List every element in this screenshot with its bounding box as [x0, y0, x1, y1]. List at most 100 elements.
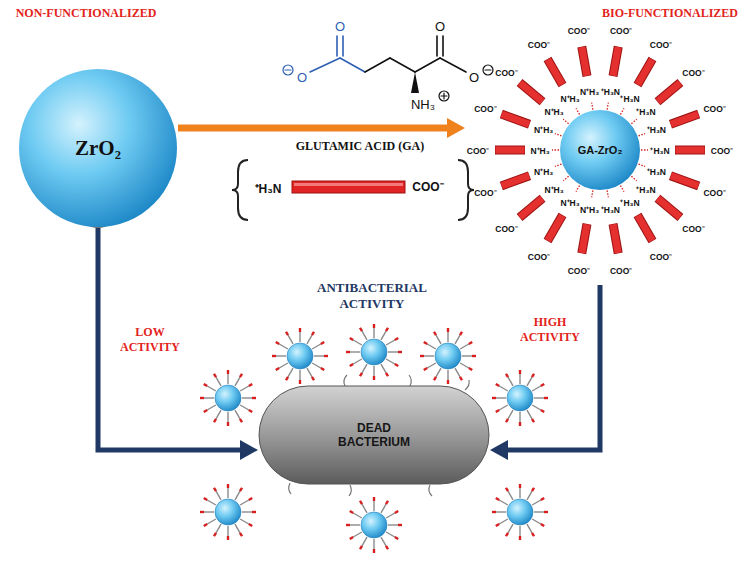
- atom-label: O: [335, 19, 345, 34]
- ligand-tip: [386, 328, 388, 331]
- carboxylate-group: COO⁻: [528, 250, 550, 261]
- ligand-shell: [495, 47, 705, 254]
- ligand-rod: [671, 114, 698, 124]
- ligand-rod: [502, 176, 529, 186]
- ligand-tip: [350, 537, 353, 539]
- activity-arrow: [98, 228, 258, 460]
- ligand-tip: [276, 342, 279, 344]
- arrowhead: [447, 118, 465, 138]
- ligand-tip: [272, 355, 276, 357]
- ligand-tip: [541, 524, 544, 526]
- ligand-spike: [240, 386, 249, 391]
- ligand-tip: [240, 488, 242, 491]
- amine-group: ⁺H₃N: [601, 204, 620, 215]
- ligand-spike: [534, 511, 544, 512]
- ligand-tip: [204, 410, 207, 412]
- ligand-tip: [240, 374, 242, 377]
- bond: [415, 58, 440, 72]
- ligand-spike: [460, 344, 469, 349]
- ligand-spike: [519, 374, 520, 384]
- rod-highlight: [294, 183, 403, 186]
- ligand-tip: [346, 351, 350, 353]
- carboxylate-group: COO⁻: [650, 250, 672, 261]
- ligand-tip: [252, 511, 256, 513]
- carbon-chain-rod: [292, 181, 405, 193]
- pilus: [429, 485, 432, 496]
- amine-group: N⁺H₃: [580, 204, 599, 215]
- ligand-spike: [508, 491, 513, 500]
- ligand-tip: [492, 397, 496, 399]
- ligand-tip: [200, 511, 204, 513]
- ligand-spike: [242, 397, 252, 398]
- ligand-tip: [240, 533, 242, 536]
- ligand-spike: [353, 340, 362, 345]
- ligand-tip: [506, 488, 508, 491]
- hydrogen-bond: [555, 134, 562, 136]
- ligand-rod: [670, 176, 698, 186]
- nanoparticle-core: [507, 499, 533, 525]
- ligand-rod: [657, 83, 680, 102]
- carboxylate-group: COO⁻: [467, 145, 489, 156]
- bond: [336, 36, 338, 56]
- ligand-spike: [386, 359, 395, 364]
- ligand-spike: [227, 526, 228, 536]
- ligand-tip: [398, 524, 402, 526]
- ligand-tip: [360, 546, 362, 549]
- wedge-bond: [411, 72, 419, 93]
- ligand-tip: [249, 498, 252, 500]
- ligand-rod: [582, 224, 587, 254]
- brace: [232, 160, 248, 220]
- hydrogen-bond: [592, 190, 593, 197]
- ligand-tip: [324, 355, 328, 357]
- ligand-tip: [249, 384, 252, 386]
- ligand-tip: [541, 410, 544, 412]
- charge-symbol: [485, 69, 491, 70]
- carboxylate-group: COO⁻: [474, 103, 496, 114]
- ligand-spike: [508, 410, 513, 419]
- ligand-tip: [360, 501, 362, 504]
- carboxylate-group: COO⁻: [682, 223, 704, 234]
- ligand-spike: [312, 363, 321, 368]
- ligand-rod: [671, 176, 698, 186]
- ligand-spike: [279, 363, 288, 368]
- carboxylate-group: COO⁻: [495, 223, 517, 234]
- carboxylate-group: COO⁻: [528, 39, 550, 50]
- bond: [342, 36, 344, 56]
- ligand-tip: [360, 328, 362, 331]
- cell-body: [259, 386, 489, 484]
- ligand-rod: [613, 47, 618, 77]
- ligand-tip: [286, 377, 288, 380]
- amine-group: N⁺H₃: [530, 145, 549, 156]
- ligand-spike: [353, 359, 362, 364]
- ligand-tip: [321, 342, 324, 344]
- ligand-spike: [373, 539, 374, 549]
- bond: [436, 36, 438, 56]
- ligand-tip: [532, 488, 534, 491]
- amine-group: ⁺H₃N: [647, 124, 666, 135]
- nanoparticle-core: [287, 343, 313, 369]
- ligand-tip: [200, 397, 204, 399]
- ligand-spike: [227, 488, 228, 498]
- activity-arrow: [490, 285, 600, 460]
- ligand-tip: [395, 511, 398, 513]
- section-title: ANTIBACTERIAL ACTIVITY: [307, 280, 437, 312]
- ligand-rod: [582, 224, 587, 253]
- ligand-spike: [373, 501, 374, 511]
- atom-label: O: [297, 70, 307, 85]
- ligand-spike: [499, 386, 508, 391]
- ligand-spike: [532, 405, 541, 410]
- ligand-rod: [501, 114, 529, 124]
- ligand-tip: [541, 384, 544, 386]
- pilus: [465, 380, 469, 390]
- ligand-rod: [658, 83, 680, 102]
- carboxylate-group: COO⁻: [610, 24, 632, 35]
- carboxylate-group: COO⁻: [703, 103, 725, 114]
- ligand-spike: [499, 519, 508, 524]
- hydrogen-bond: [563, 119, 568, 123]
- ligand-spike: [207, 500, 216, 505]
- pilus: [349, 485, 351, 496]
- panel-heading: BIO-FUNCTIONALIZED: [602, 6, 738, 21]
- arrowhead: [240, 440, 258, 460]
- ligand-rod: [582, 47, 587, 76]
- nanoparticle: [420, 328, 476, 384]
